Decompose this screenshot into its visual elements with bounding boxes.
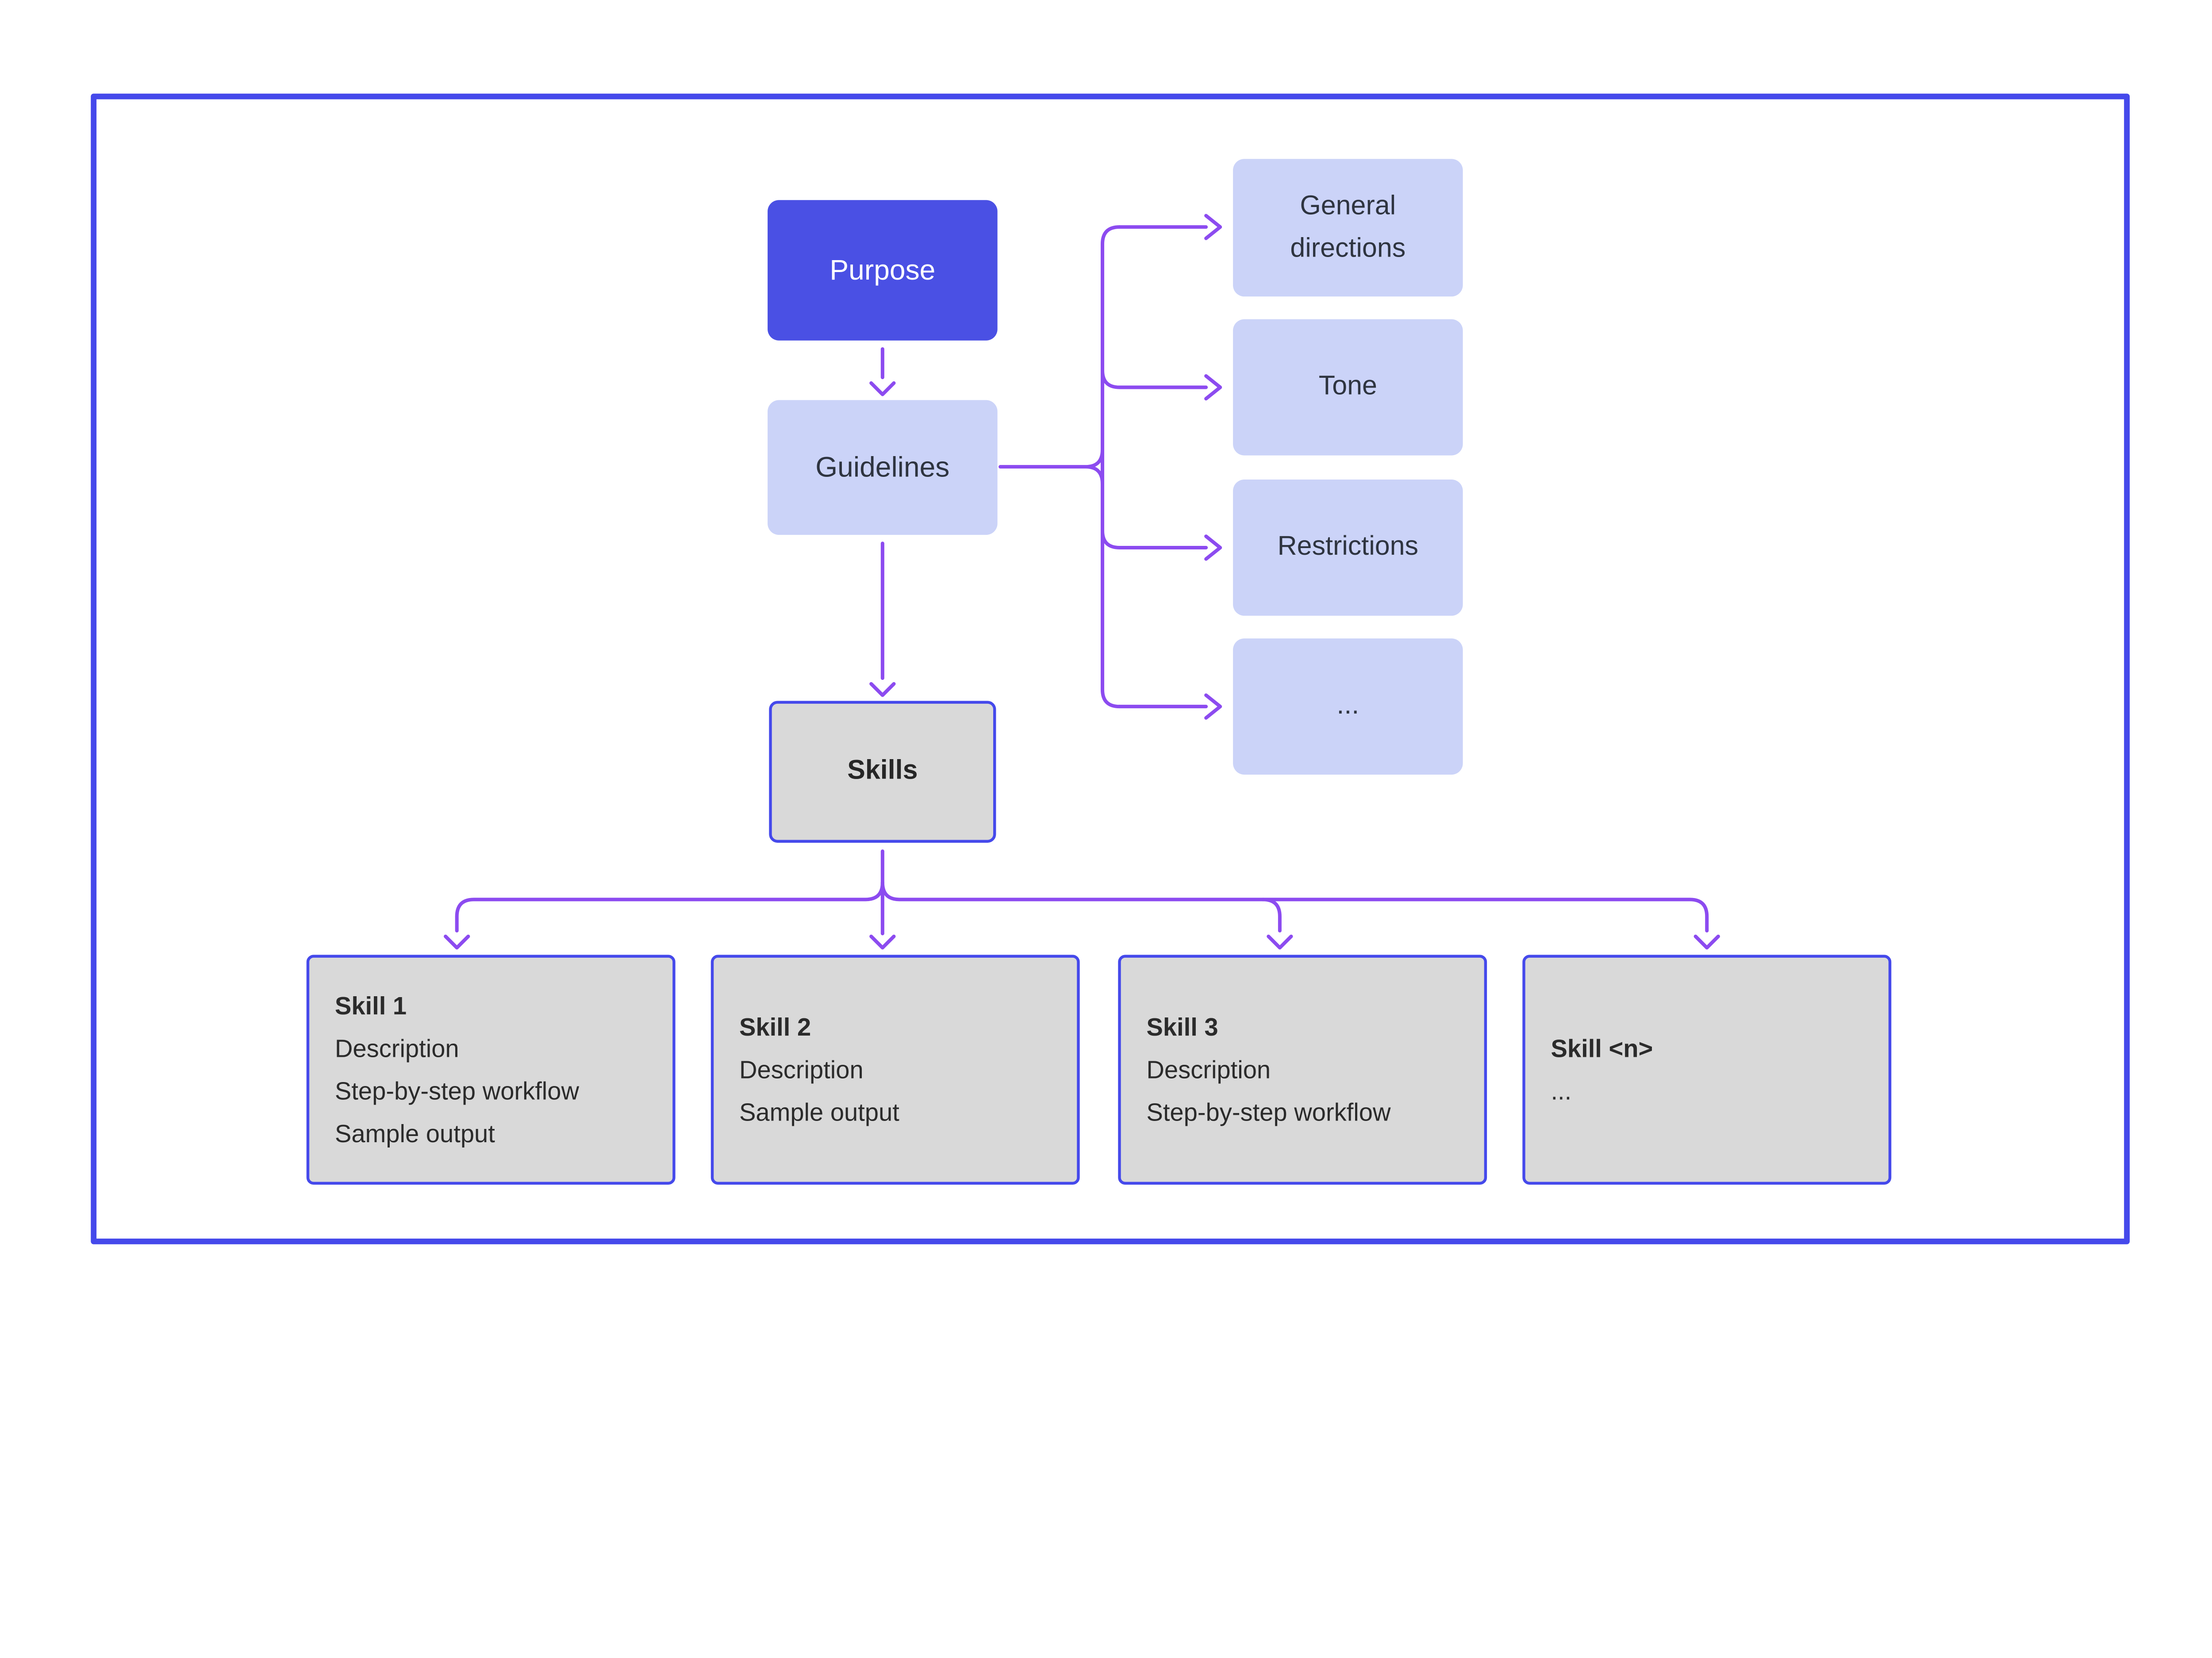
- skill-card-title: Skill 1: [334, 991, 407, 1020]
- diagram-canvas: Purpose Guidelines Skills General direct…: [91, 93, 2130, 1244]
- connector-guidelines-fork: [998, 448, 1104, 486]
- arrow-to-ellipsis: [1118, 693, 1222, 720]
- skill-card-line: Description: [1146, 1055, 1271, 1084]
- skill-card-line: Description: [334, 1034, 459, 1063]
- arrow-skills-to-skill2: [869, 849, 896, 950]
- node-purpose: Purpose: [768, 200, 998, 341]
- arrow-purpose-to-guidelines: [869, 347, 896, 396]
- arrow-to-restrictions: [1100, 529, 1222, 561]
- skill-card-n: Skill <n> ...: [1522, 955, 1892, 1185]
- connector-spine: [1100, 225, 1121, 709]
- skill-card-title: Skill <n>: [1551, 1034, 1653, 1063]
- node-tone: Tone: [1233, 319, 1463, 456]
- skill-card-line: Description: [739, 1055, 864, 1084]
- arrow-branch-skill-n: [880, 880, 1720, 950]
- arrow-to-general-directions: [1118, 214, 1222, 240]
- arrow-branch-skill1: [444, 880, 884, 950]
- arrow-to-tone: [1100, 368, 1222, 401]
- skill-card-title: Skill 3: [1146, 1013, 1218, 1042]
- node-general-directions: General directions: [1233, 159, 1463, 297]
- node-ellipsis: ...: [1233, 638, 1463, 775]
- skill-card-title: Skill 2: [739, 1013, 811, 1042]
- skill-card-line: Sample output: [334, 1119, 495, 1148]
- skill-card-line: Sample output: [739, 1098, 899, 1127]
- connector-arrows: [444, 214, 1720, 950]
- skill-card-2: Skill 2 Description Sample output: [710, 955, 1080, 1185]
- skill-card-line: Step-by-step workflow: [334, 1077, 580, 1105]
- skill-card-3: Skill 3 Description Step-by-step workflo…: [1118, 955, 1487, 1185]
- node-skills: Skills: [769, 701, 996, 843]
- arrow-guidelines-to-skills: [869, 541, 896, 697]
- arrow-branch-skill3: [1261, 898, 1293, 950]
- diagram-frame-border: [91, 93, 2130, 1244]
- skill-card-1: Skill 1 Description Step-by-step workflo…: [306, 955, 676, 1185]
- node-guidelines: Guidelines: [768, 400, 998, 535]
- skill-card-line: ...: [1551, 1077, 1572, 1105]
- node-restrictions: Restrictions: [1233, 480, 1463, 616]
- skill-card-line: Step-by-step workflow: [1146, 1098, 1391, 1127]
